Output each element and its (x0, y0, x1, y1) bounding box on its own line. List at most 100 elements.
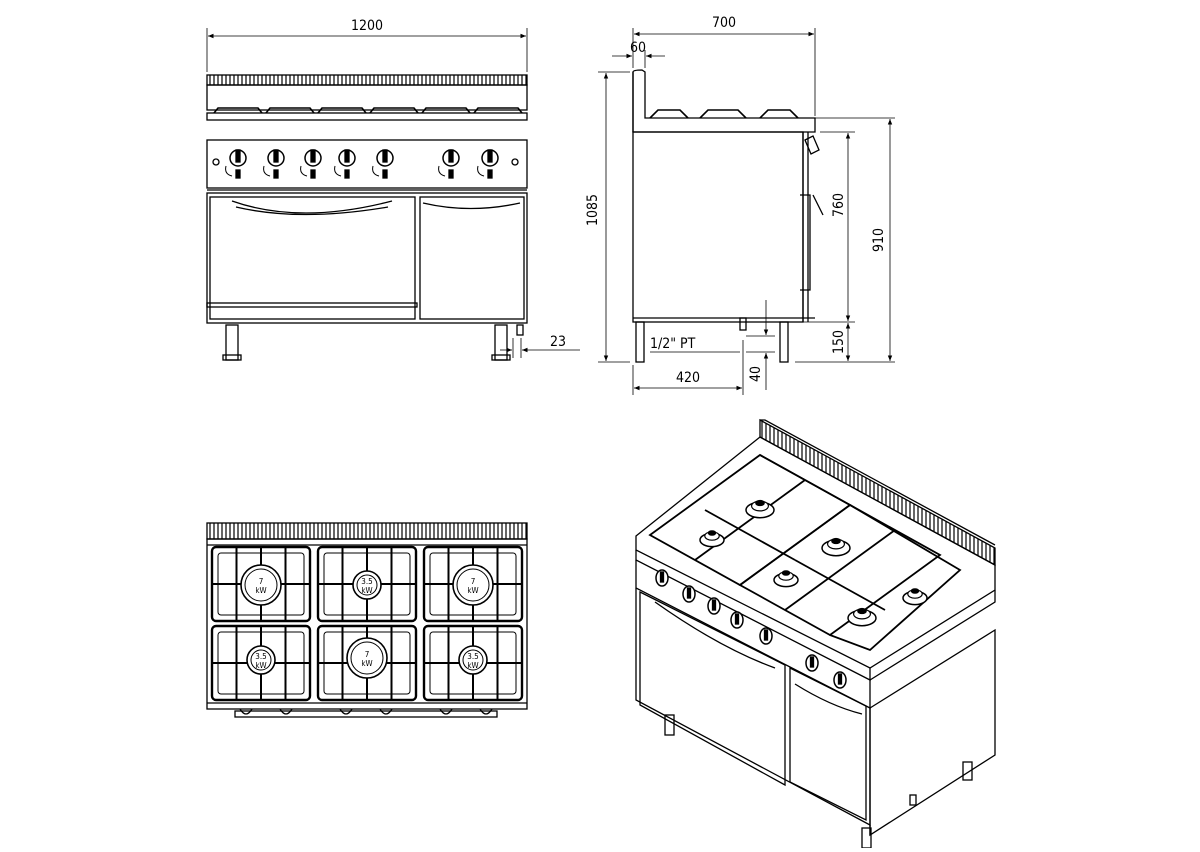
iso-leg-3 (962, 761, 973, 781)
top-view (206, 522, 528, 718)
burner-unit-label: kW (467, 661, 478, 670)
side-dimensions (598, 28, 895, 395)
front-view (206, 28, 580, 361)
iso-burner-icon (902, 588, 928, 606)
iso-oven-door (639, 590, 786, 787)
front-width-label: 1200 (351, 18, 383, 34)
burner-power-label: 3.5 (255, 652, 266, 661)
burner-unit-label: kW (255, 586, 266, 595)
side-upstand-label: 60 (630, 40, 646, 56)
iso-burner-icon (745, 499, 775, 519)
front-knobs (225, 149, 499, 179)
iso-control-panel (635, 560, 871, 710)
iso-burner-icon (699, 530, 725, 548)
burner-6: 3.5kW (458, 645, 488, 675)
front-grates (213, 107, 523, 114)
side-worktop-label: 910 (871, 228, 887, 252)
front-cooktop-edge (206, 112, 528, 121)
front-oven-door (209, 196, 416, 320)
iso-knob-icon (655, 569, 669, 587)
side-oven-handle (800, 194, 824, 291)
front-control-panel (206, 139, 528, 189)
side-cooktop (632, 69, 816, 133)
front-knob-icon (477, 149, 499, 179)
front-indicator-icon (511, 158, 519, 166)
front-gas-inlet (516, 324, 524, 336)
burner-unit-label: kW (255, 661, 266, 670)
burner-power-label: 3.5 (467, 652, 478, 661)
burner-3: 7kW (452, 564, 494, 606)
iso-burner-icon (773, 570, 799, 588)
side-knob (804, 135, 820, 155)
front-knob-icon (334, 149, 356, 179)
iso-side-panel (869, 628, 996, 837)
iso-cooktop (635, 436, 996, 669)
iso-burner-icon (847, 607, 877, 627)
side-grates (649, 109, 799, 119)
burner-4: 3.5kW (246, 645, 276, 675)
front-knob-icon (372, 149, 394, 179)
grate-section (210, 545, 312, 623)
burner-unit-label: kW (467, 586, 478, 595)
side-oven-label: 760 (831, 193, 847, 217)
front-foot-label: 23 (550, 334, 566, 350)
front-width-dimension (206, 28, 528, 72)
burner-unit-label: kW (361, 659, 372, 668)
front-storage-door (419, 196, 525, 320)
iso-knob-icon (805, 654, 819, 672)
top-knob-row (239, 708, 493, 715)
iso-storage-door (789, 666, 867, 822)
side-leg-label: 150 (831, 330, 847, 354)
iso-grates (648, 453, 962, 652)
front-storage-handle (422, 202, 521, 210)
top-cooktop (206, 538, 528, 710)
iso-gas-inlet (909, 794, 917, 806)
iso-knob-icon (759, 627, 773, 645)
burner-1: 7kW (240, 564, 282, 606)
iso-oven-handle (654, 601, 776, 669)
side-view (598, 28, 895, 395)
iso-knob-icon (833, 671, 847, 689)
top-backsplash (206, 522, 528, 540)
burner-5: 7kW (346, 637, 388, 679)
front-foot-dimension (500, 338, 580, 358)
burner-power-label: 7 (259, 577, 264, 586)
front-knob-icon (225, 149, 247, 179)
iso-storage-handle (794, 683, 863, 715)
front-knob-icon (263, 149, 285, 179)
front-backsplash (206, 74, 528, 86)
front-oven-handle (231, 200, 393, 214)
front-ignition-icon (212, 158, 220, 166)
side-inlet-height-label: 40 (748, 366, 764, 382)
side-depth-label: 700 (712, 15, 736, 31)
grate-section (422, 624, 524, 702)
iso-burners (699, 499, 928, 627)
front-knob-icon (438, 149, 460, 179)
burner-power-label: 7 (365, 650, 370, 659)
side-inlet-depth-label: 420 (676, 370, 700, 386)
iso-knob-icon (707, 597, 721, 615)
iso-knob-icon (730, 611, 744, 629)
front-knob-icon (300, 149, 322, 179)
burner-2: 3.5kW (352, 570, 382, 600)
burner-unit-label: kW (361, 586, 372, 595)
side-body (632, 131, 804, 323)
side-gas-label: 1/2" PT (650, 336, 696, 352)
burner-power-label: 7 (471, 577, 476, 586)
iso-oven-front (635, 588, 871, 827)
iso-leg-1 (664, 714, 675, 736)
front-upper-panel (206, 84, 528, 111)
isometric-view (635, 418, 996, 849)
side-height-label: 1085 (585, 194, 601, 226)
burner-power-label: 3.5 (361, 577, 372, 586)
iso-knob-icon (682, 585, 696, 603)
iso-knobs (655, 569, 847, 689)
front-oven-body (206, 192, 528, 324)
iso-burner-icon (821, 537, 851, 557)
side-gas-inlet (739, 317, 747, 331)
side-rear-leg (635, 321, 645, 363)
side-front-leg (779, 321, 789, 363)
